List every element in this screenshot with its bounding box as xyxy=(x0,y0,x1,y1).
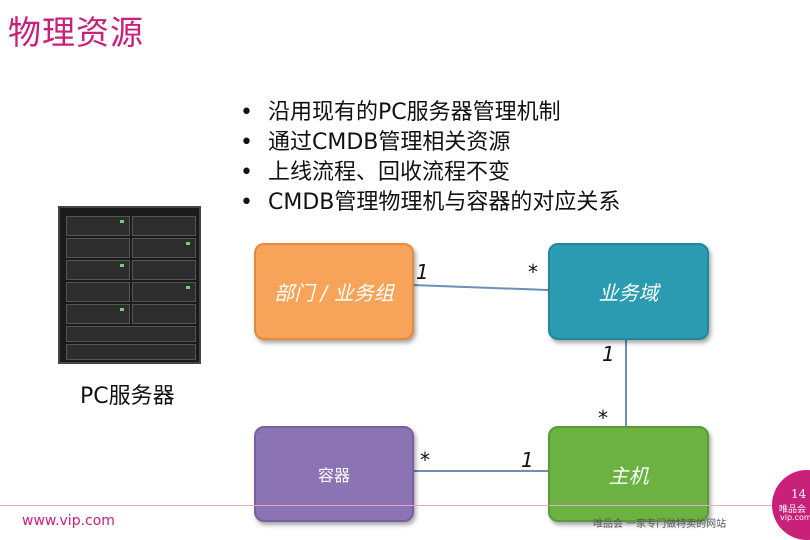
server-led xyxy=(120,264,124,267)
badge-url-text: vip.com xyxy=(780,513,810,522)
server-bay xyxy=(66,282,130,302)
bullet-list: • 沿用现有的PC服务器管理机制 • 通过CMDB管理相关资源 • 上线流程、回收流程… xyxy=(240,98,620,218)
server-bay xyxy=(66,326,196,342)
bullet-dot: • xyxy=(240,130,253,155)
bullet-text: CMDB管理物理机与容器的对应关系 xyxy=(268,190,621,215)
multiplicity-label: 1 xyxy=(602,342,615,366)
multiplicity-label: * xyxy=(528,260,538,284)
server-bay xyxy=(66,344,196,360)
host-node-label: 主机 xyxy=(608,463,649,488)
footer-divider xyxy=(0,505,780,506)
container-node: 容器 xyxy=(254,426,414,522)
business-domain-node: 业务域 xyxy=(548,243,709,340)
badge-brand-text: 唯品会 xyxy=(779,505,807,515)
server-bay xyxy=(66,304,130,324)
pc-server-image xyxy=(58,206,201,364)
server-bay xyxy=(132,238,196,258)
server-bay xyxy=(132,304,196,324)
server-label: PC服务器 xyxy=(80,384,175,409)
bullet-item: • 沿用现有的PC服务器管理机制 xyxy=(240,98,620,128)
server-led xyxy=(120,220,124,223)
server-bay xyxy=(66,260,130,280)
bullet-item: • CMDB管理物理机与容器的对应关系 xyxy=(240,188,620,218)
server-led xyxy=(120,308,124,311)
multiplicity-label: 1 xyxy=(416,260,429,284)
server-led xyxy=(186,242,190,245)
bullet-item: • 上线流程、回收流程不变 xyxy=(240,158,620,188)
dept-domain-line xyxy=(411,284,549,291)
bullet-text: 上线流程、回收流程不变 xyxy=(268,160,511,185)
page-number: 14 xyxy=(791,487,807,501)
bullet-item: • 通过CMDB管理相关资源 xyxy=(240,128,620,158)
bullet-dot: • xyxy=(240,190,253,215)
bullet-dot: • xyxy=(240,100,253,125)
multiplicity-label: * xyxy=(420,448,430,472)
host-node: 主机 xyxy=(548,426,709,522)
bullet-text: 沿用现有的PC服务器管理机制 xyxy=(268,100,561,125)
multiplicity-label: 1 xyxy=(521,448,534,472)
slide-title: 物理资源 xyxy=(8,13,144,52)
bullet-dot: • xyxy=(240,160,253,185)
server-led xyxy=(186,286,190,289)
department-node: 部门 / 业务组 xyxy=(254,243,414,340)
container-node-label: 容器 xyxy=(317,466,350,485)
footer-slogan: 唯品会 一家专门做特卖的网站 xyxy=(593,519,727,530)
server-bay xyxy=(66,216,130,236)
bullet-text: 通过CMDB管理相关资源 xyxy=(268,130,511,155)
multiplicity-label: * xyxy=(598,406,608,430)
server-bay xyxy=(132,282,196,302)
footer-url: www.vip.com xyxy=(22,513,115,529)
server-bay xyxy=(132,216,196,236)
department-node-label: 部门 / 业务组 xyxy=(274,281,394,305)
server-bay xyxy=(132,260,196,280)
server-bay xyxy=(66,238,130,258)
business-domain-node-label: 业务域 xyxy=(598,281,659,305)
